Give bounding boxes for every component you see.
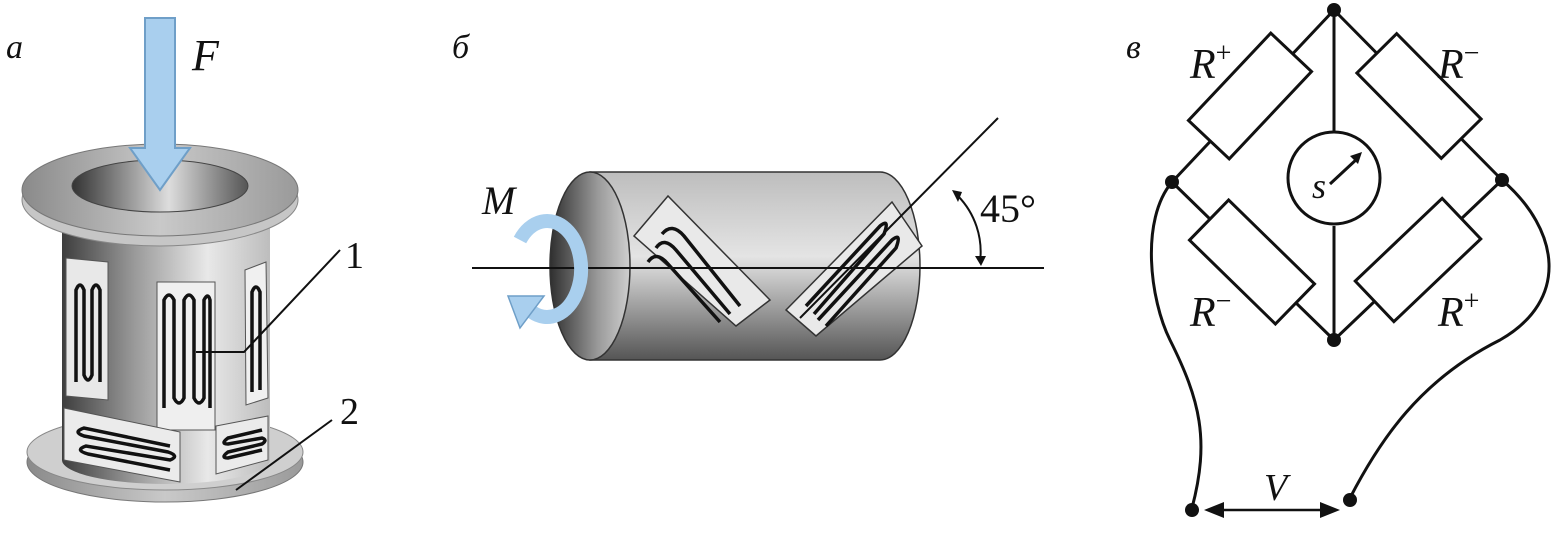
angle-arrow-bottom [975, 256, 986, 266]
resistor-bottom-right [1353, 196, 1483, 324]
meter-needle [1328, 156, 1360, 186]
node-left [1165, 175, 1179, 189]
moment-label: M [481, 178, 518, 223]
node-right [1495, 173, 1509, 187]
force-label: F [191, 31, 220, 80]
label-resistor-top-left: R+ [1189, 38, 1231, 88]
panel-c: в s [1126, 3, 1551, 518]
terminal-right [1343, 493, 1357, 507]
voltage-label: V [1264, 467, 1291, 509]
shaft-end-face [549, 171, 631, 361]
meter-label: s [1312, 166, 1326, 206]
angle-arc [957, 195, 982, 263]
moment-arrow [513, 214, 589, 324]
node-bottom [1327, 333, 1341, 347]
callout-2-line [235, 419, 333, 491]
horizontal-gauge-left [63, 407, 181, 483]
voltage-arrowhead-right [1320, 502, 1340, 518]
panel-b: б 45° M [452, 29, 1044, 361]
lead-left [1149, 181, 1203, 509]
callout-1-label: 1 [345, 235, 364, 277]
vertical-gauge-left [65, 257, 109, 401]
label-resistor-top-right: R− [1437, 38, 1479, 88]
label-resistor-bottom-right: R+ [1437, 286, 1479, 336]
panel-c-letter: в [1126, 29, 1141, 66]
meter-circle [1286, 130, 1382, 226]
voltage-arrowhead-left [1204, 502, 1224, 518]
angle-label: 45° [980, 186, 1036, 231]
moment-arrowhead [506, 295, 546, 330]
angle-reference-line [799, 117, 999, 319]
resistor-top-right [1354, 31, 1484, 161]
lead-right [1348, 178, 1551, 499]
panel-a: а [6, 17, 364, 503]
label-resistor-bottom-left: R− [1189, 286, 1231, 336]
vertical-gauge-center [156, 281, 216, 431]
vertical-gauge-right [244, 261, 269, 406]
force-arrow [128, 17, 192, 192]
resistor-bottom-left [1187, 197, 1317, 327]
meter-needle-head [1350, 152, 1362, 164]
terminal-left [1185, 503, 1199, 517]
panel-b-letter: б [452, 29, 471, 66]
angle-arrow-top [952, 190, 962, 202]
node-top [1327, 3, 1341, 17]
panel-a-letter: а [6, 29, 23, 66]
callout-2-label: 2 [340, 391, 359, 433]
shaft-gauge-left [632, 194, 772, 327]
callout-1-line [196, 249, 341, 353]
horizontal-gauge-right [215, 415, 269, 475]
resistor-top-left [1186, 31, 1314, 161]
